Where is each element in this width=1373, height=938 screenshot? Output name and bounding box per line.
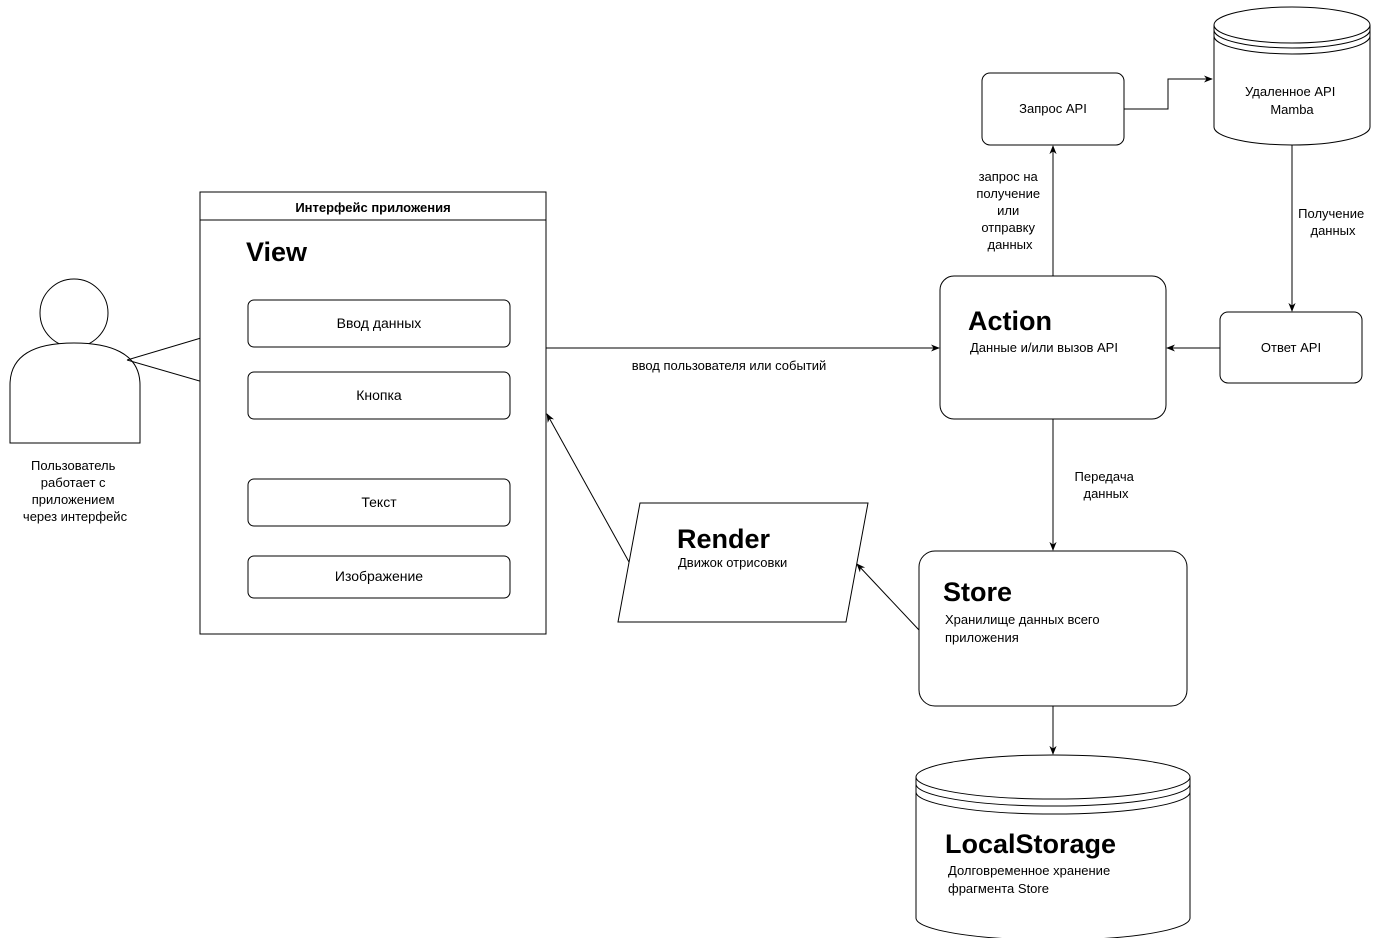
edge-api-request-to-remote bbox=[1124, 75, 1213, 110]
view-item-input[interactable]: Ввод данных bbox=[247, 299, 511, 348]
api-response-label: Ответ API bbox=[1261, 340, 1321, 355]
localstorage-database[interactable]: LocalStorage Долговременное хранение фра… bbox=[915, 754, 1191, 938]
view-item-button[interactable]: Кнопка bbox=[247, 371, 511, 420]
user-caption-line: приложением bbox=[32, 492, 115, 507]
edge-label-line: Получение bbox=[1298, 206, 1364, 221]
remote-api-line: Удаленное API bbox=[1245, 84, 1335, 99]
edge-view-to-action-label: ввод пользователя или событий bbox=[632, 358, 827, 373]
store-subtitle-line: приложения bbox=[945, 630, 1019, 645]
view-item-label: Текст bbox=[361, 494, 397, 510]
edge-label-line: данных bbox=[987, 237, 1033, 252]
view-item-text[interactable]: Текст bbox=[247, 478, 511, 527]
api-request-node[interactable]: Запрос API bbox=[981, 72, 1125, 146]
edge-render-to-view bbox=[546, 413, 630, 563]
remote-api-database[interactable]: Удаленное API Mamba bbox=[1213, 6, 1371, 146]
view-item-label: Ввод данных bbox=[337, 315, 422, 331]
user-caption-line: через интерфейс bbox=[23, 509, 128, 524]
edge-action-to-store-label: Передача данных bbox=[1075, 469, 1138, 501]
render-subtitle: Движок отрисовки bbox=[678, 555, 787, 570]
user-caption-line: работает с bbox=[41, 475, 106, 490]
edge-label-line: запрос на bbox=[979, 169, 1039, 184]
remote-api-line: Mamba bbox=[1270, 102, 1314, 117]
store-subtitle-line: Хранилище данных всего bbox=[945, 612, 1100, 627]
user-caption: Пользователь работает с приложением чере… bbox=[23, 458, 128, 524]
render-node[interactable]: Render Движок отрисовки bbox=[617, 502, 869, 623]
edge-label-line: данных bbox=[1083, 486, 1129, 501]
edge-remote-to-response-label: Получение данных bbox=[1298, 206, 1368, 238]
store-title: Store bbox=[943, 577, 1012, 607]
edge-label-line: получение bbox=[976, 186, 1040, 201]
view-panel-header: Интерфейс приложения bbox=[295, 200, 450, 215]
store-node[interactable]: Store Хранилище данных всего приложения bbox=[918, 550, 1188, 707]
edge-label-line: или bbox=[997, 203, 1019, 218]
api-request-label: Запрос API bbox=[1019, 101, 1087, 116]
edge-label-line: отправку bbox=[981, 220, 1035, 235]
localstorage-subtitle-line: фрагмента Store bbox=[948, 881, 1049, 896]
api-response-node[interactable]: Ответ API bbox=[1219, 311, 1363, 384]
view-item-image[interactable]: Изображение bbox=[247, 555, 511, 599]
edge-action-to-api-label: запрос на получение или отправку данных bbox=[976, 169, 1043, 252]
localstorage-subtitle-line: Долговременное хранение bbox=[948, 863, 1110, 878]
localstorage-subtitle: Долговременное хранение фрагмента Store bbox=[948, 863, 1114, 896]
user-head-icon bbox=[39, 278, 109, 348]
view-panel: Интерфейс приложения View Ввод данных Кн… bbox=[199, 191, 547, 635]
view-title: View bbox=[246, 237, 308, 267]
action-node[interactable]: Action Данные и/или вызов API bbox=[939, 275, 1167, 420]
action-title: Action bbox=[968, 306, 1052, 336]
user-caption-line: Пользователь bbox=[31, 458, 116, 473]
view-item-label: Изображение bbox=[335, 568, 423, 584]
edge-store-to-render bbox=[856, 563, 920, 631]
user-body-icon bbox=[9, 342, 141, 444]
action-subtitle: Данные и/или вызов API bbox=[970, 340, 1118, 355]
remote-api-label: Удаленное API Mamba bbox=[1245, 84, 1339, 117]
localstorage-title: LocalStorage bbox=[945, 829, 1116, 859]
view-item-label: Кнопка bbox=[356, 387, 402, 403]
render-title: Render bbox=[677, 524, 771, 554]
edge-label-line: данных bbox=[1310, 223, 1356, 238]
user-actor: Пользователь работает с приложением чере… bbox=[9, 278, 141, 524]
store-subtitle: Хранилище данных всего приложения bbox=[945, 612, 1103, 645]
edge-label-line: Передача bbox=[1075, 469, 1135, 484]
